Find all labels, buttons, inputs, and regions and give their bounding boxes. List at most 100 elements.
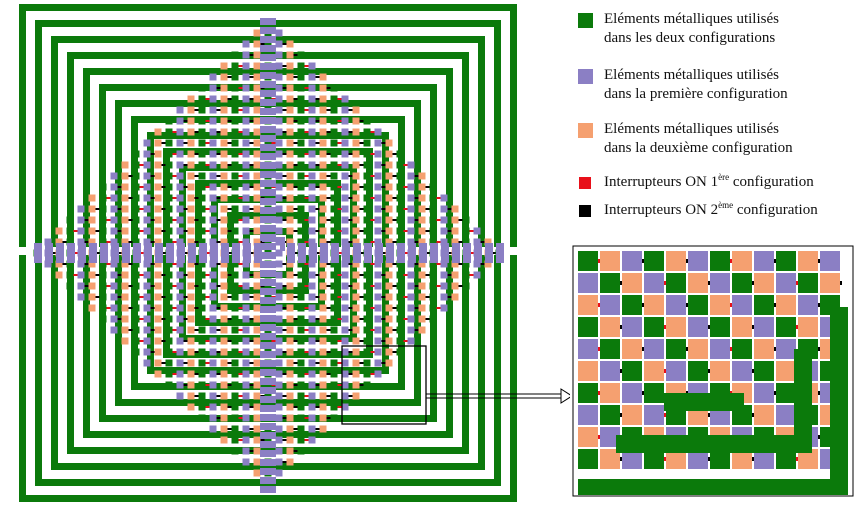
pixel-element — [396, 205, 404, 213]
pixel-element — [319, 238, 327, 246]
switch — [359, 120, 364, 122]
frame-segment — [494, 20, 501, 247]
pixel-element — [407, 315, 415, 323]
pixel-element — [198, 282, 206, 290]
pixel-element — [165, 282, 173, 290]
pixel-element — [55, 227, 63, 235]
pixel-element — [176, 150, 184, 158]
zoom-pixel — [622, 449, 642, 469]
pixel-element — [165, 216, 173, 224]
frame-segment — [51, 255, 58, 470]
switch — [337, 362, 342, 364]
switch — [62, 263, 67, 265]
pixel-element — [143, 271, 151, 279]
pixel-element — [407, 161, 415, 169]
switch — [315, 340, 320, 342]
strip-element — [260, 45, 276, 52]
zoom-pixel — [644, 317, 664, 337]
switch — [183, 296, 188, 298]
pixel-element — [143, 194, 151, 202]
strip-element — [260, 99, 276, 106]
pixel-element — [363, 293, 371, 301]
zoom-pixel — [578, 317, 598, 337]
strip-element — [45, 243, 53, 263]
zoom-switch — [796, 325, 798, 329]
pixel-element — [242, 447, 250, 455]
pixel-element — [220, 62, 228, 70]
switch — [205, 230, 210, 232]
switch — [249, 340, 254, 342]
strip-element — [260, 486, 276, 493]
pixel-element — [220, 425, 228, 433]
zoom-switch — [818, 259, 820, 263]
pixel-element — [330, 370, 338, 378]
pixel-element — [253, 381, 261, 389]
pixel-element — [209, 392, 217, 400]
pixel-element — [143, 326, 151, 334]
strip-element — [188, 243, 196, 263]
switch — [337, 164, 342, 166]
pixel-element — [99, 304, 107, 312]
switch — [370, 197, 375, 199]
switch — [447, 274, 452, 276]
pixel-element — [330, 95, 338, 103]
pixel-element — [352, 106, 360, 114]
zoom-pixel — [688, 251, 708, 271]
pixel-element — [242, 172, 250, 180]
pixel-element — [385, 238, 393, 246]
pixel-element — [154, 348, 162, 356]
switch — [381, 318, 386, 320]
zoom-pixel — [600, 449, 620, 469]
pixel-element — [297, 447, 305, 455]
zoom-pixel — [754, 273, 774, 293]
pixel-element — [407, 183, 415, 191]
pixel-element — [286, 216, 294, 224]
zoom-switch — [752, 325, 754, 329]
switch — [436, 241, 441, 243]
pixel-element — [341, 172, 349, 180]
switch — [95, 230, 100, 232]
strip-element — [260, 153, 276, 160]
pixel-element — [319, 414, 327, 422]
pixel-element — [121, 304, 129, 312]
switch — [326, 109, 331, 111]
strip-element — [260, 108, 276, 115]
pixel-element — [286, 392, 294, 400]
switch — [315, 142, 320, 144]
pixel-element — [66, 238, 74, 246]
pixel-element — [242, 458, 250, 466]
switch — [403, 164, 408, 166]
switch — [304, 417, 309, 419]
pixel-element — [275, 260, 283, 268]
pixel-element — [242, 51, 250, 59]
switch — [172, 197, 177, 199]
pixel-element — [220, 260, 228, 268]
pixel-element — [242, 282, 250, 290]
pixel-element — [132, 150, 140, 158]
frame-segment — [382, 255, 389, 374]
legend: Eléments métalliques utilisés dans les d… — [578, 10, 860, 220]
pixel-element — [198, 117, 206, 125]
pixel-element — [297, 282, 305, 290]
switch — [447, 208, 452, 210]
switch — [359, 296, 364, 298]
switch — [337, 384, 342, 386]
pixel-element — [242, 425, 250, 433]
pixel-element — [308, 172, 316, 180]
pixel-element — [154, 315, 162, 323]
pixel-element — [275, 348, 283, 356]
switch — [249, 406, 254, 408]
pixel-element — [253, 425, 261, 433]
pixel-element — [440, 293, 448, 301]
pixel-element — [242, 161, 250, 169]
switch — [326, 351, 331, 353]
pixel-element — [209, 227, 217, 235]
switch — [425, 252, 430, 254]
pixel-element — [242, 293, 250, 301]
pixel-element — [396, 260, 404, 268]
pixel-element — [231, 425, 239, 433]
legend-text-line1: Eléments métalliques utilisés — [604, 67, 779, 83]
pixel-element — [154, 359, 162, 367]
zoom-pixel — [666, 449, 686, 469]
switch — [293, 406, 298, 408]
